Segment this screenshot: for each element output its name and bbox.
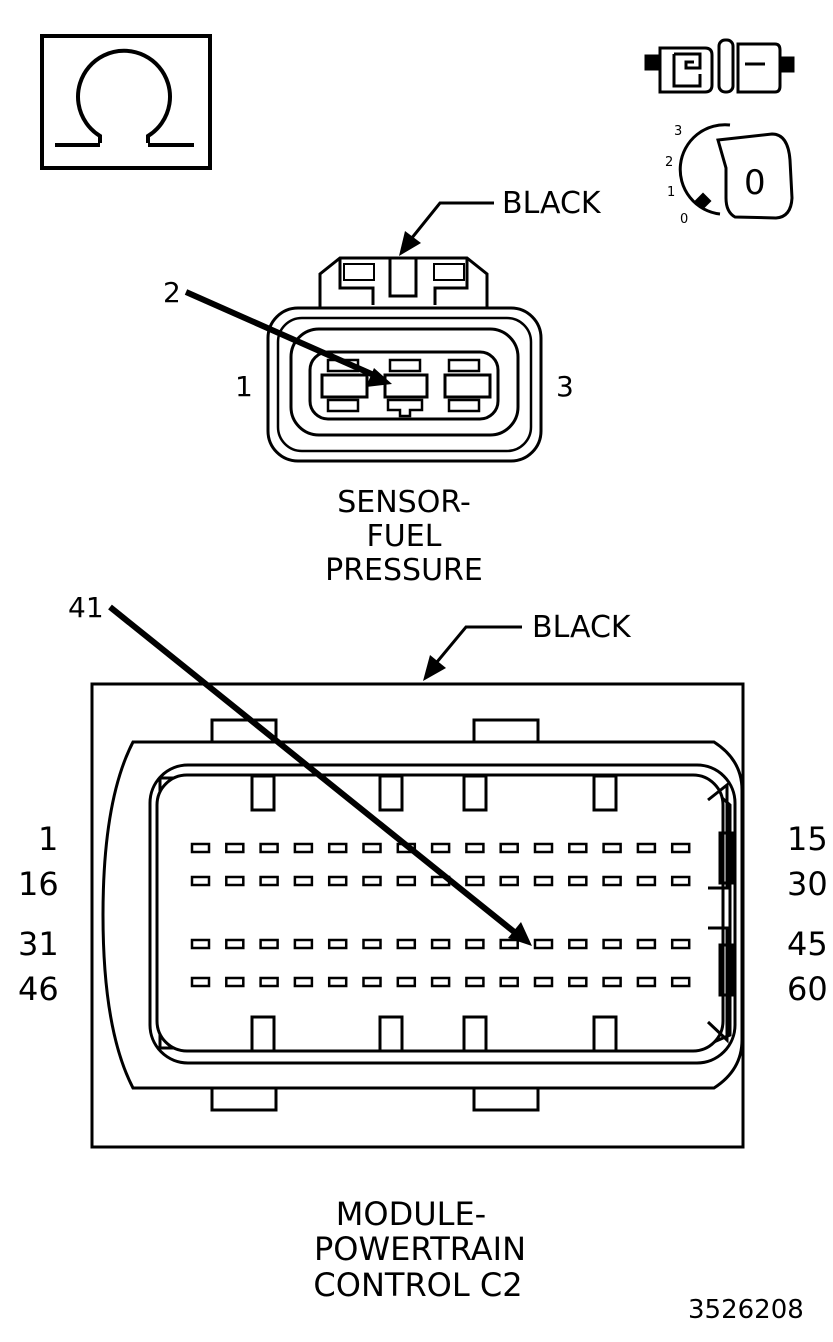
pcm-pin-cavity-47 bbox=[225, 976, 245, 988]
pcm-pin-cavity-46 bbox=[190, 976, 211, 988]
pcm-color-label: BLACK bbox=[532, 610, 632, 645]
pcm-pin-cavity-27 bbox=[568, 875, 588, 887]
pcm-pin-cavity-12 bbox=[568, 842, 588, 854]
pcm-pin-cavity-11 bbox=[533, 842, 554, 854]
pcm-right-label-45: 45 bbox=[787, 925, 828, 963]
pcm-pin-cavity-20 bbox=[327, 875, 348, 887]
pcm-pin-cavity-28 bbox=[602, 875, 622, 887]
pcm-pin-cavity-36 bbox=[362, 938, 382, 950]
pcm-name-line-3: CONTROL C2 bbox=[313, 1266, 522, 1304]
pcm-pin-cavity-3 bbox=[259, 842, 279, 854]
pcm-name-line-1: MODULE- bbox=[336, 1195, 486, 1233]
pcm-pin-cavity-44 bbox=[636, 938, 657, 950]
pcm-pin-cavity-17 bbox=[225, 875, 245, 887]
pcm-pin-cavity-35 bbox=[327, 938, 348, 950]
pcm-pin-cavity-21 bbox=[362, 875, 382, 887]
pcm-pin-cavity-29 bbox=[636, 875, 657, 887]
fuel-sensor-name-line-3: PRESSURE bbox=[325, 553, 483, 588]
pcm-pin-cavity-53 bbox=[430, 976, 451, 988]
fuel-sensor-connector: BLACK 1 3 2 SENSOR- FUEL PRESS bbox=[163, 186, 602, 588]
pcm-pin-cavity-49 bbox=[293, 976, 314, 988]
key-position-1: 1 bbox=[667, 185, 675, 200]
key-current-position: 0 bbox=[744, 163, 766, 203]
pcm-pin-cavity-6 bbox=[362, 842, 382, 854]
pcm-pin-cavity-39 bbox=[465, 938, 485, 950]
key-position-3: 3 bbox=[674, 124, 682, 139]
pcm-pin-cavity-4 bbox=[293, 842, 314, 854]
pcm-pin-cavity-2 bbox=[225, 842, 245, 854]
pcm-pin-cavity-57 bbox=[568, 976, 588, 988]
pcm-pin-cavity-37 bbox=[396, 938, 417, 950]
ignition-key-icon: 3 2 1 0 0 bbox=[665, 123, 794, 227]
pcm-right-label-30: 30 bbox=[787, 865, 828, 903]
pcm-pin-cavity-10 bbox=[499, 842, 519, 854]
pcm-pin-cavity-56 bbox=[533, 976, 554, 988]
pcm-pin-cavity-22 bbox=[396, 875, 417, 887]
pcm-pin-cavity-16 bbox=[190, 875, 211, 887]
pcm-pin-cavity-24 bbox=[465, 875, 485, 887]
pcm-pin-cavity-18 bbox=[259, 875, 279, 887]
pcm-pin-cavity-48 bbox=[259, 976, 279, 988]
pcm-pin-cavity-45 bbox=[670, 938, 691, 950]
pcm-pin-cavity-41 bbox=[533, 938, 554, 950]
fuel-sensor-pointer-label: 2 bbox=[163, 276, 181, 309]
pcm-pin-cavity-25 bbox=[499, 875, 519, 887]
pcm-connector: BLACK bbox=[18, 591, 828, 1304]
fuel-sensor-name-line-2: FUEL bbox=[367, 519, 442, 554]
pcm-pin-cavities bbox=[190, 842, 691, 988]
pcm-pin-cavity-8 bbox=[430, 842, 451, 854]
key-position-0: 0 bbox=[680, 212, 688, 227]
pcm-pin-cavity-60 bbox=[670, 976, 691, 988]
fuel-sensor-pin-3-label: 3 bbox=[556, 370, 574, 403]
pcm-pin-cavity-38 bbox=[430, 938, 451, 950]
pcm-left-label-1: 1 bbox=[38, 820, 58, 858]
pcm-pin-cavity-13 bbox=[602, 842, 622, 854]
pcm-pin-cavity-50 bbox=[327, 976, 348, 988]
pcm-pin-cavity-58 bbox=[602, 976, 622, 988]
pcm-pin-cavity-54 bbox=[465, 976, 485, 988]
pcm-pin-cavity-14 bbox=[636, 842, 657, 854]
pcm-pin-cavity-30 bbox=[670, 875, 691, 887]
pcm-pin-cavity-43 bbox=[602, 938, 622, 950]
pcm-pin-cavity-1 bbox=[190, 842, 211, 854]
pcm-pin-cavity-42 bbox=[568, 938, 588, 950]
pcm-pin-cavity-15 bbox=[670, 842, 691, 854]
pcm-pin-cavity-59 bbox=[636, 976, 657, 988]
pcm-name-line-2: POWERTRAIN bbox=[314, 1230, 526, 1268]
pcm-pin-cavity-31 bbox=[190, 938, 211, 950]
pcm-pin-cavity-55 bbox=[499, 976, 519, 988]
connector-disconnect-icon bbox=[644, 38, 795, 94]
pcm-right-label-60: 60 bbox=[787, 970, 828, 1008]
pcm-pin-cavity-34 bbox=[293, 938, 314, 950]
pcm-pin-cavity-9 bbox=[465, 842, 485, 854]
pcm-pin-cavity-33 bbox=[259, 938, 279, 950]
pcm-right-label-15: 15 bbox=[787, 820, 828, 858]
fuel-sensor-name-line-1: SENSOR- bbox=[337, 485, 471, 520]
pcm-left-label-31: 31 bbox=[18, 925, 59, 963]
pcm-pin-cavity-51 bbox=[362, 976, 382, 988]
pcm-pin-cavity-26 bbox=[533, 875, 554, 887]
pcm-pin-cavity-5 bbox=[327, 842, 348, 854]
ohm-icon bbox=[40, 34, 212, 170]
pcm-left-label-46: 46 bbox=[18, 970, 59, 1008]
pcm-pin-cavity-40 bbox=[499, 938, 519, 950]
pcm-pin-cavity-32 bbox=[225, 938, 245, 950]
pcm-pin-cavity-52 bbox=[396, 976, 417, 988]
fuel-sensor-color-label: BLACK bbox=[502, 186, 602, 221]
pcm-pointer-label: 41 bbox=[68, 591, 104, 624]
key-position-2: 2 bbox=[665, 155, 673, 170]
pcm-left-label-16: 16 bbox=[18, 865, 59, 903]
figure-id: 3526208 bbox=[688, 1295, 804, 1325]
pcm-pin-cavity-19 bbox=[293, 875, 314, 887]
fuel-sensor-pin-1-label: 1 bbox=[235, 370, 253, 403]
